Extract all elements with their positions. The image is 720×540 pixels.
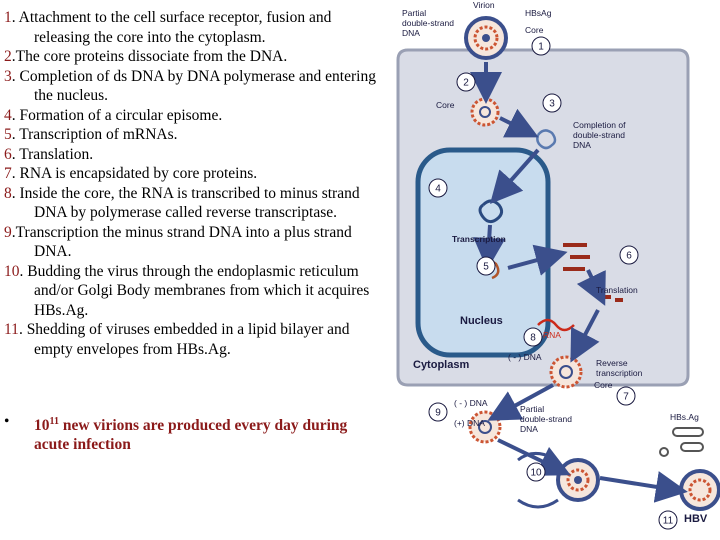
- step-marker-circle: [428, 402, 448, 422]
- completed-dna: [536, 129, 557, 150]
- core-particle-2: [470, 97, 500, 127]
- step-text: . Transcription of mRNAs.: [11, 126, 178, 143]
- label-minus-dna-top: ( - ) DNA: [508, 352, 542, 362]
- label-rna: RNA: [543, 330, 561, 340]
- step-number: 3: [4, 67, 12, 85]
- step-marker-circle: [428, 178, 448, 198]
- label-translation: Translation: [596, 285, 638, 295]
- label-core-bottom: Core: [594, 380, 613, 390]
- hbv-virion-bottom: [679, 469, 720, 511]
- step-marker-circle: [542, 93, 562, 113]
- label-cytoplasm: Cytoplasm: [413, 359, 469, 371]
- bullet-text: 1011 new virions are produced every day …: [34, 412, 374, 454]
- label-plus-dna: (+) DNA: [454, 418, 485, 428]
- step-item: 8. Inside the core, the RNA is transcrib…: [4, 184, 384, 223]
- step-number: 4: [4, 106, 12, 124]
- step-text: .Transcription the minus strand DNA into…: [11, 223, 352, 261]
- virion-top: [464, 16, 508, 60]
- replication-steps-list: 1. Attachment to the cell surface recept…: [4, 8, 384, 359]
- step-text: . Completion of ds DNA by DNA polymerase…: [11, 67, 376, 105]
- step-marker-number: 9: [435, 408, 441, 419]
- label-nucleus: Nucleus: [460, 315, 503, 327]
- pregenomic-rna: [537, 318, 575, 332]
- step-number: 10: [4, 262, 20, 280]
- budding-virion: [556, 458, 600, 502]
- label-hbv: HBV: [684, 513, 708, 525]
- step-text: . Inside the core, the RNA is transcribe…: [11, 184, 360, 222]
- step-number: 1: [4, 9, 12, 26]
- step-text: . RNA is encapsidated by core proteins.: [11, 165, 258, 182]
- step-text: . Shedding of viruses embedded in a lipi…: [18, 321, 350, 358]
- step-marker-number: 10: [530, 468, 542, 479]
- bullet-symbol: •: [4, 413, 10, 430]
- bullet-base: 10: [34, 417, 50, 435]
- step-marker-number: 1: [538, 42, 544, 53]
- step-text: . Attachment to the cell surface recepto…: [11, 9, 332, 46]
- step-item: 7. RNA is encapsidated by core proteins.: [4, 164, 384, 184]
- step-text: .The core proteins dissociate from the D…: [11, 48, 288, 65]
- step-marker-circle: [531, 36, 551, 56]
- step-number: 7: [4, 165, 12, 182]
- step-marker-number: 4: [435, 184, 441, 195]
- hbsag-filaments: [659, 427, 704, 457]
- step-number: 9: [4, 223, 12, 241]
- step-item: 9.Transcription the minus strand DNA int…: [4, 223, 384, 262]
- bullet-rest: new virions are produced every day durin…: [34, 417, 348, 454]
- step-number: 2: [4, 48, 12, 65]
- bullet-exponent: 11: [49, 416, 59, 427]
- step-item: 11. Shedding of viruses embedded in a li…: [4, 320, 384, 359]
- step-number: 8: [4, 184, 12, 202]
- step-marker-circle: [523, 327, 543, 347]
- ribosomes: [563, 243, 623, 302]
- step-marker-circle: [658, 510, 678, 530]
- pathway-arrows: [470, 62, 688, 503]
- step-marker-number: 2: [463, 78, 469, 89]
- step-number: 6: [4, 145, 12, 163]
- step-item: 3. Completion of ds DNA by DNA polymeras…: [4, 67, 384, 106]
- step-text: . Translation.: [11, 145, 94, 163]
- step-item: 4. Formation of a circular episome.: [4, 106, 384, 126]
- label-core-left: Core: [436, 100, 455, 110]
- step-number: 11: [4, 321, 19, 338]
- step-item: 5. Transcription of mRNAs.: [4, 125, 384, 145]
- step-marker-number: 6: [626, 251, 632, 262]
- step-marker-circle: [476, 256, 496, 276]
- label-hbsag-top: HBsAg: [525, 8, 552, 18]
- label-hbsag-bottom: HBs.Ag: [670, 412, 699, 422]
- step-text: . Budding the virus through the endoplas…: [19, 262, 370, 319]
- label-minus-dna: ( - ) DNA: [454, 398, 488, 408]
- step-item: 1. Attachment to the cell surface recept…: [4, 8, 384, 47]
- step-marker-number: 7: [623, 392, 629, 403]
- step-item: 2.The core proteins dissociate from the …: [4, 47, 384, 67]
- step-number: 5: [4, 126, 12, 143]
- step-marker-number: 11: [663, 516, 674, 527]
- step-item: 10. Budding the virus through the endopl…: [4, 262, 384, 321]
- label-transcription: Transcription: [452, 234, 506, 244]
- label-core-top: Core: [525, 25, 544, 35]
- step-marker-number: 3: [549, 99, 555, 110]
- step-marker-circle: [526, 462, 546, 482]
- step-marker-circle: [616, 386, 636, 406]
- step-marker-number: 8: [530, 333, 536, 344]
- step-item: 6. Translation.: [4, 145, 384, 165]
- step-text: . Formation of a circular episome.: [11, 106, 223, 124]
- step-marker-circle: [619, 245, 639, 265]
- step-marker-circle: [456, 72, 476, 92]
- label-virion: Virion: [473, 0, 495, 10]
- step-marker-number: 5: [483, 262, 489, 273]
- core-particle-8: [549, 355, 583, 389]
